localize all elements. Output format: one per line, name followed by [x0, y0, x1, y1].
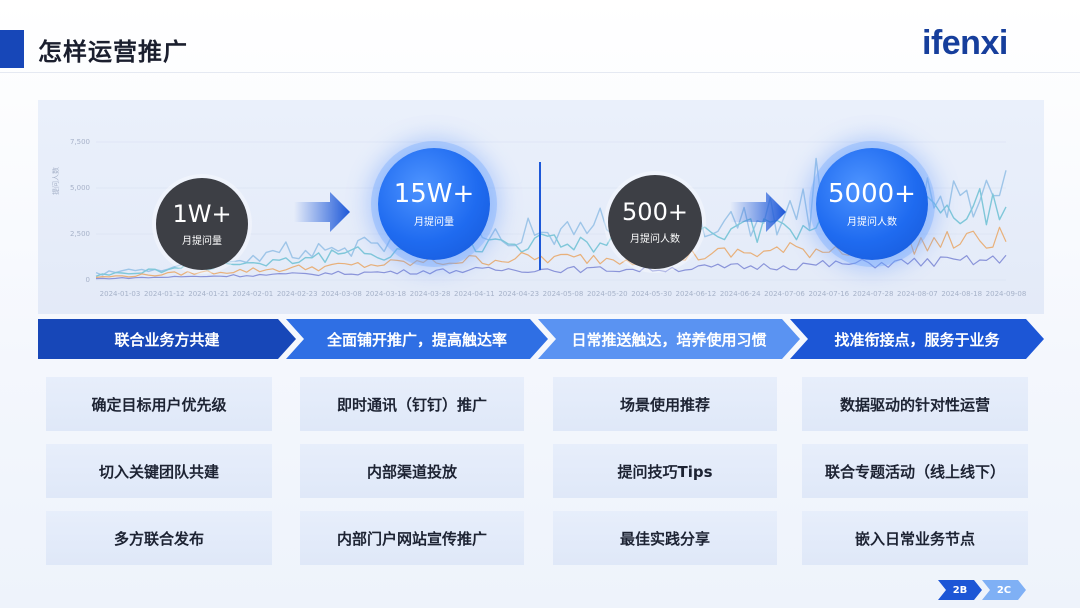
x-tick-label: 2024-05-30 — [631, 290, 672, 298]
y-tick-label: 2,500 — [70, 230, 90, 238]
page-tag-2b[interactable]: 2B — [938, 580, 982, 600]
milestone-bubble-4: 5000+ 月提问人数 — [816, 148, 928, 260]
page-tag-2c[interactable]: 2C — [982, 580, 1026, 600]
x-tick-label: 2024-08-18 — [941, 290, 982, 298]
x-tick-label: 2024-01-21 — [188, 290, 229, 298]
strategy-card: 内部渠道投放 — [300, 444, 524, 498]
strategy-card: 最佳实践分享 — [553, 511, 777, 565]
x-tick-label: 2024-04-23 — [498, 290, 539, 298]
strategy-card: 提问技巧Tips — [553, 444, 777, 498]
stage-chevron-4: 找准衔接点，服务于业务 — [790, 319, 1044, 359]
stage-label: 全面铺开推广，提高触达率 — [326, 330, 507, 349]
milestone-bubble-3: 500+ 月提问人数 — [608, 175, 702, 269]
x-tick-label: 2024-01-12 — [144, 290, 185, 298]
x-tick-label: 2024-08-07 — [897, 290, 938, 298]
x-tick-label: 2024-09-08 — [986, 290, 1027, 298]
page-tag-label: 2C — [996, 584, 1012, 596]
x-tick-label: 2024-06-12 — [676, 290, 717, 298]
milestone-bubble-2: 15W+ 月提问量 — [378, 148, 490, 260]
strategy-card: 嵌入日常业务节点 — [802, 511, 1028, 565]
milestone-label: 月提问人数 — [630, 233, 680, 245]
y-tick-label: 0 — [86, 276, 90, 284]
stage-chevron-1: 联合业务方共建 — [38, 319, 296, 359]
x-tick-label: 2024-07-06 — [764, 290, 805, 298]
x-tick-label: 2024-01-03 — [100, 290, 141, 298]
stage-label: 日常推送触达，培养使用习惯 — [571, 330, 767, 349]
milestone-bubble-1: 1W+ 月提问量 — [156, 178, 248, 270]
x-tick-label: 2024-05-20 — [587, 290, 628, 298]
milestone-value: 5000+ — [828, 178, 916, 209]
x-tick-label: 2024-07-16 — [808, 290, 849, 298]
strategy-card: 数据驱动的针对性运营 — [802, 377, 1028, 431]
strategy-card: 内部门户网站宣传推广 — [300, 511, 524, 565]
x-tick-label: 2024-02-01 — [233, 290, 274, 298]
strategy-card: 场景使用推荐 — [553, 377, 777, 431]
milestone-label: 月提问人数 — [847, 216, 897, 228]
x-tick-label: 2024-03-08 — [321, 290, 362, 298]
x-tick-label: 2024-06-24 — [720, 290, 761, 298]
x-tick-label: 2024-02-23 — [277, 290, 318, 298]
y-tick-label: 5,000 — [70, 184, 90, 192]
milestone-value: 15W+ — [393, 178, 475, 209]
y-tick-label: 7,500 — [70, 138, 90, 146]
strategy-card: 确定目标用户优先级 — [46, 377, 272, 431]
progress-arrow-icon — [730, 192, 786, 232]
strategy-card: 切入关键团队共建 — [46, 444, 272, 498]
y-axis-label: 提问人数 — [51, 167, 60, 195]
stage-label: 联合业务方共建 — [114, 330, 220, 349]
milestone-value: 1W+ — [172, 199, 232, 228]
x-tick-label: 2024-04-11 — [454, 290, 495, 298]
milestone-value: 500+ — [622, 197, 688, 226]
x-tick-label: 2024-03-18 — [365, 290, 406, 298]
x-tick-label: 2024-05-08 — [543, 290, 584, 298]
page-tag-label: 2B — [952, 584, 968, 596]
title-accent-bar — [0, 30, 24, 68]
strategy-card: 联合专题活动（线上线下） — [802, 444, 1028, 498]
x-tick-label: 2024-07-28 — [853, 290, 894, 298]
strategy-card: 多方联合发布 — [46, 511, 272, 565]
x-tick-label: 2024-03-28 — [410, 290, 451, 298]
milestone-label: 月提问量 — [182, 235, 222, 247]
trend-series-line — [95, 254, 1007, 280]
strategy-card: 即时通讯（钉钉）推广 — [300, 377, 524, 431]
ifenxi-logo: ifenxi — [922, 24, 1008, 62]
progress-arrow-icon — [294, 192, 350, 232]
stage-chevron-3: 日常推送触达，培养使用习惯 — [538, 319, 800, 359]
stage-label: 找准衔接点，服务于业务 — [834, 330, 1000, 349]
milestone-label: 月提问量 — [414, 216, 454, 228]
page-title: 怎样运营推广 — [38, 38, 188, 66]
header-divider — [0, 72, 1080, 73]
stage-chevron-2: 全面铺开推广，提高触达率 — [286, 319, 548, 359]
